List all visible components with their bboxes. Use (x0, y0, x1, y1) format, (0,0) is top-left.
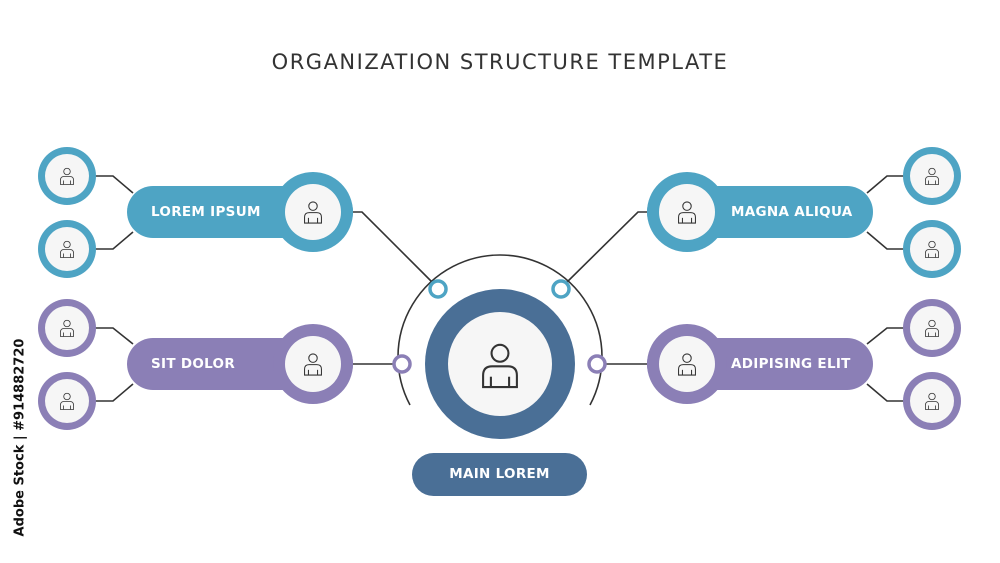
node-label: MAGNA ALIQUA (731, 204, 853, 220)
junction-dot (392, 354, 412, 374)
node-label: SIT DOLOR (151, 356, 236, 372)
node-sit-dolor: SIT DOLOR (127, 338, 353, 390)
stock-watermark: Adobe Stock | #914882720 (8, 325, 28, 555)
page-title: ORGANIZATION STRUCTURE TEMPLATE (271, 50, 729, 74)
sub-nodes-right (903, 147, 961, 430)
node-adipising-elit: ADIPISING ELIT (647, 338, 873, 390)
junction-dot (587, 354, 607, 374)
sub-nodes-left (38, 147, 96, 430)
node-lorem-ipsum: LOREM IPSUM (127, 186, 353, 238)
main-node (425, 289, 575, 439)
main-lorem-label: MAIN LOREM (412, 453, 587, 496)
junction-dot (428, 279, 448, 299)
node-label: LOREM IPSUM (151, 204, 261, 220)
watermark-text: Adobe Stock | #914882720 (12, 338, 28, 537)
node-magna-aliqua: MAGNA ALIQUA (647, 186, 873, 238)
node-label: ADIPISING ELIT (731, 356, 851, 372)
main-label-text: MAIN LOREM (449, 466, 550, 482)
junction-dot (551, 279, 571, 299)
